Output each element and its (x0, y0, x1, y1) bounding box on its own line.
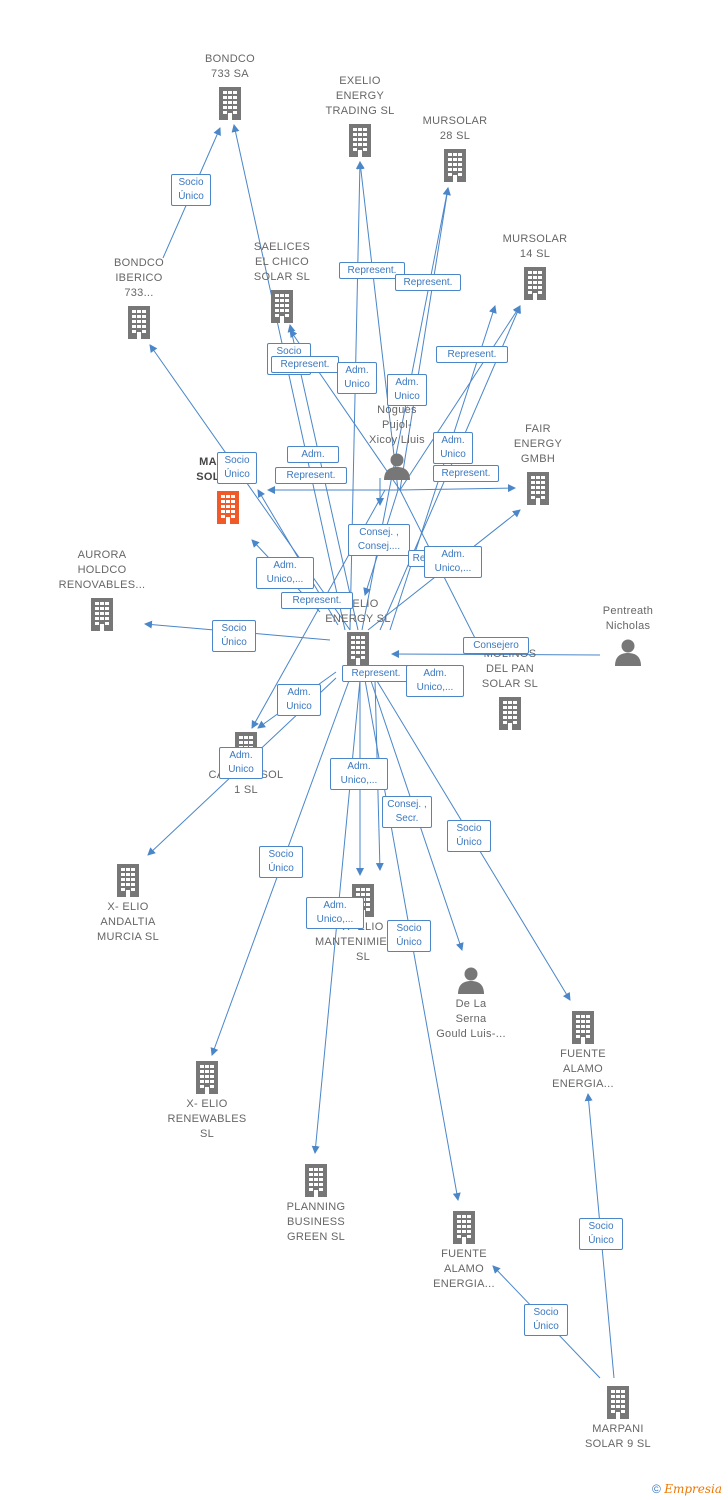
person-icon[interactable] (384, 453, 410, 481)
edge-line (349, 161, 364, 631)
node-label-delaserna[interactable]: De La Serna Gould Luis-... (436, 998, 506, 1040)
node-label-planning[interactable]: PLANNING BUSINESS GREEN SL (286, 1201, 346, 1243)
edge-label[interactable]: Adm. Unico,... (406, 665, 464, 697)
edge-line (361, 187, 451, 631)
edge-label[interactable]: Represent. (433, 464, 499, 482)
edge-label[interactable]: Represent. (342, 664, 410, 682)
edge-line (399, 484, 516, 493)
edge-label[interactable]: Socio Único (171, 174, 211, 206)
node-label-aurora[interactable]: AURORA HOLDCO RENOVABLES... (58, 549, 146, 591)
edge-label[interactable]: Socio Único (524, 1304, 568, 1336)
edge-label[interactable]: Adm. Unico,... (256, 557, 314, 589)
person-icon[interactable] (615, 639, 641, 667)
building-icon[interactable] (91, 598, 113, 631)
building-icon[interactable] (349, 124, 371, 157)
edge-label[interactable]: Adm. Unico (387, 374, 427, 406)
brand-logo: Empresia (664, 1482, 722, 1496)
node-label-marpani[interactable]: MARPANI SOLAR 9 SL (585, 1423, 651, 1450)
copyright-footer[interactable]: © Empresia (652, 1482, 722, 1496)
edge-label[interactable]: Consejero (463, 636, 529, 654)
edge-label[interactable]: Consej. , Consej.... (348, 524, 410, 556)
node-label-mursolar28[interactable]: MURSOLAR 28 SL (422, 115, 488, 142)
person-icon[interactable] (458, 967, 484, 995)
building-icon[interactable] (128, 306, 150, 339)
building-icon[interactable] (196, 1061, 218, 1094)
node-label-bondco733[interactable]: BONDCO 733 SA (204, 53, 256, 80)
building-icon[interactable] (453, 1211, 475, 1244)
edge-label[interactable]: Consej. , Secr. (382, 796, 432, 828)
edge-label[interactable]: Represent. (271, 355, 339, 373)
building-icon[interactable] (572, 1011, 594, 1044)
node-label-fuente2[interactable]: FUENTE ALAMO ENERGIA... (433, 1248, 495, 1290)
edge-label[interactable]: Adm. (287, 445, 339, 463)
edge-label[interactable]: Socio Único (217, 452, 257, 484)
node-label-saelices[interactable]: SAELICES EL CHICO SOLAR SL (253, 241, 311, 283)
edge-label[interactable]: Adm. Unico,... (424, 546, 482, 578)
edge-label[interactable]: Socio Único (579, 1218, 623, 1250)
node-label-bondco_iberico[interactable]: BONDCO IBERICO 733... (113, 257, 165, 299)
edge-line (399, 305, 521, 491)
edge-label[interactable]: Socio Único (259, 846, 303, 878)
node-label-fair[interactable]: FAIR ENERGY GMBH (513, 423, 563, 465)
edge-label[interactable]: Adm. Unico (277, 684, 321, 716)
building-icon[interactable] (117, 864, 139, 897)
node-label-nogues[interactable]: Nogués Pujol- Xicoy Lluis (369, 404, 425, 446)
building-icon[interactable] (305, 1164, 327, 1197)
node-label-masol[interactable]: MA SOL (196, 456, 220, 483)
node-label-exelio_trading[interactable]: EXELIO ENERGY TRADING SL (325, 75, 395, 117)
node-label-andaltia[interactable]: X- ELIO ANDALTIA MURCIA SL (97, 901, 159, 943)
building-icon[interactable] (347, 632, 369, 665)
edge-label[interactable]: Adm. Unico (219, 747, 263, 779)
node-label-renewables[interactable]: X- ELIO RENEWABLES SL (167, 1098, 247, 1140)
edge-label[interactable]: Represent. (395, 273, 461, 291)
edge-label[interactable]: Adm. Unico,... (330, 758, 388, 790)
edge-label[interactable]: Socio Único (212, 620, 256, 652)
edge-label[interactable]: Represent. (275, 466, 347, 484)
building-icon[interactable] (524, 267, 546, 300)
edge-label[interactable]: Socio Único (447, 820, 491, 852)
edge-line (231, 124, 346, 631)
edge-label[interactable]: Adm. Unico (337, 362, 377, 394)
node-label-mursolar14[interactable]: MURSOLAR 14 SL (502, 233, 568, 260)
edge-label[interactable]: Adm. Unico,... (306, 897, 364, 929)
node-label-molinos[interactable]: MOLINOS DEL PAN SOLAR SL (481, 648, 539, 690)
building-icon[interactable] (527, 472, 549, 505)
building-icon[interactable] (444, 149, 466, 182)
edge-lines (144, 124, 615, 1379)
node-label-pentreath[interactable]: Pentreath Nicholas (602, 605, 654, 632)
building-icon[interactable] (219, 87, 241, 120)
building-icon[interactable] (499, 697, 521, 730)
edge-label[interactable]: Socio Único (387, 920, 431, 952)
edge-label[interactable]: Represent. (281, 591, 353, 609)
edge-label[interactable]: Adm. Unico (433, 432, 473, 464)
building-icon[interactable] (217, 491, 239, 524)
building-icon[interactable] (607, 1386, 629, 1419)
copyright-symbol: © (652, 1482, 661, 1496)
edge-label[interactable]: Represent. (339, 261, 405, 279)
edge-line (391, 650, 601, 659)
edge-line (356, 161, 399, 491)
edge-label[interactable]: Represent. (436, 345, 508, 363)
building-icon[interactable] (271, 290, 293, 323)
edge-line (399, 187, 451, 491)
edge-line (149, 344, 351, 631)
node-label-fuente1[interactable]: FUENTE ALAMO ENERGIA... (552, 1048, 614, 1090)
